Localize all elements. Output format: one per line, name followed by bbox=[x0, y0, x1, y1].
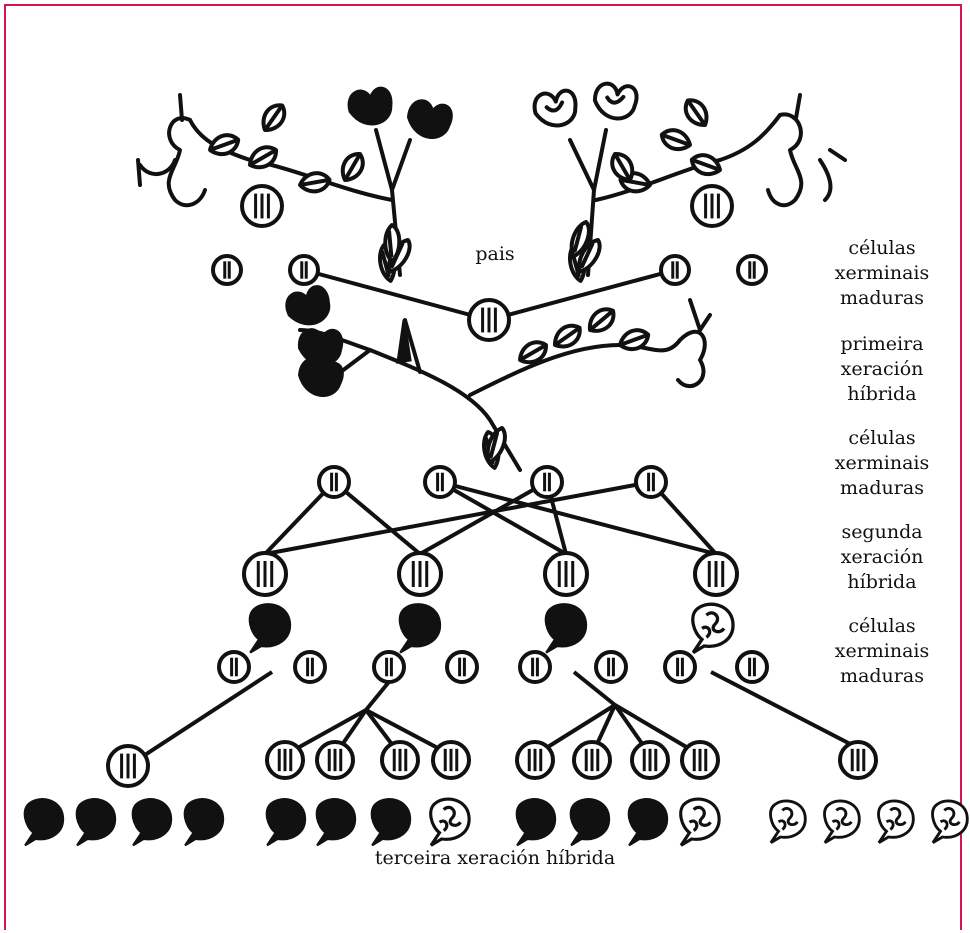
label-second-hybrid: segunda xeración híbrida bbox=[822, 520, 942, 595]
gamete-cell bbox=[295, 652, 325, 682]
f3-seed bbox=[267, 799, 305, 845]
f3-seed bbox=[879, 801, 914, 843]
f3-cell bbox=[632, 742, 668, 778]
f3-cell bbox=[108, 746, 148, 786]
f3-seed bbox=[431, 799, 469, 845]
f3-cell bbox=[317, 742, 353, 778]
f3-cell bbox=[517, 742, 553, 778]
gamete-cell bbox=[738, 256, 766, 284]
f3-seed bbox=[77, 799, 115, 845]
label-parents: pais bbox=[455, 242, 535, 267]
f3-seed bbox=[517, 799, 555, 845]
f2-seed bbox=[400, 604, 440, 652]
f3-seed bbox=[185, 799, 223, 845]
f3-cell bbox=[433, 742, 469, 778]
f2-cell bbox=[695, 553, 737, 595]
f3-seed bbox=[825, 801, 860, 843]
f3-seed bbox=[25, 799, 63, 845]
label-gametes-2: células xerminais maduras bbox=[822, 426, 942, 501]
label-third-hybrid: terceira xeración híbrida bbox=[330, 846, 660, 871]
connector-lines bbox=[128, 270, 858, 766]
gamete-cell bbox=[319, 467, 349, 497]
parent-plant-white-flowers bbox=[532, 83, 845, 283]
f2-cell bbox=[545, 553, 587, 595]
f3-seed bbox=[771, 801, 806, 843]
f2-cell bbox=[399, 553, 441, 595]
f2-cell bbox=[244, 553, 286, 595]
gamete-cell bbox=[661, 256, 689, 284]
f3-seed bbox=[571, 799, 609, 845]
label-gametes-3: células xerminais maduras bbox=[822, 614, 942, 689]
f3-cell bbox=[382, 742, 418, 778]
f1-cell bbox=[469, 300, 509, 340]
gamete-cell bbox=[447, 652, 477, 682]
f3-seed bbox=[317, 799, 355, 845]
label-gametes-1: células xerminais maduras bbox=[822, 236, 942, 311]
f3-seed bbox=[629, 799, 667, 845]
f2-seed bbox=[693, 604, 733, 652]
f2-seed bbox=[546, 604, 586, 652]
f3-seed bbox=[681, 799, 719, 845]
f2-seed bbox=[250, 604, 290, 652]
gamete-cell bbox=[737, 652, 767, 682]
gamete-cell bbox=[374, 652, 404, 682]
gamete-cell bbox=[665, 652, 695, 682]
f3-cell bbox=[574, 742, 610, 778]
gamete-cell bbox=[636, 467, 666, 497]
gamete-cell bbox=[532, 467, 562, 497]
f3-cell bbox=[267, 742, 303, 778]
f3-cell bbox=[682, 742, 718, 778]
parent-cell bbox=[692, 186, 732, 226]
f3-seed bbox=[933, 801, 968, 843]
gamete-cell bbox=[596, 652, 626, 682]
f3-seed bbox=[372, 799, 410, 845]
label-first-hybrid: primeira xeración híbrida bbox=[822, 332, 942, 407]
gamete-cell bbox=[425, 467, 455, 497]
gamete-cell bbox=[290, 256, 318, 284]
gamete-cell bbox=[520, 652, 550, 682]
gamete-cell bbox=[219, 652, 249, 682]
parent-cell bbox=[242, 186, 282, 226]
gamete-cell bbox=[213, 256, 241, 284]
f3-cell bbox=[840, 742, 876, 778]
f3-seed bbox=[133, 799, 171, 845]
parent-plant-dark-flowers bbox=[138, 87, 453, 283]
